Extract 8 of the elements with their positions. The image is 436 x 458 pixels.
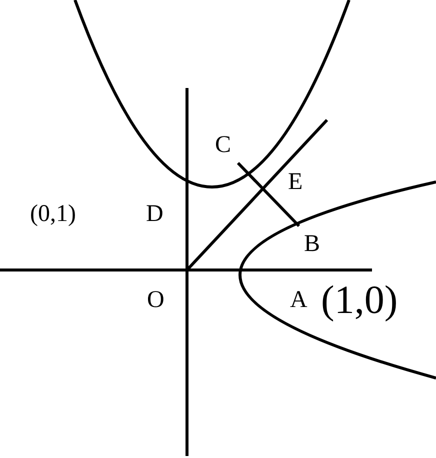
point-label: E (288, 170, 303, 194)
point-label: D (146, 202, 164, 226)
point-label: O (147, 288, 164, 312)
point-label: (1,0) (321, 280, 398, 320)
point-label: B (304, 232, 320, 256)
point-label: A (290, 288, 308, 312)
point-label: C (215, 133, 232, 157)
point-label: (0,1) (30, 202, 76, 226)
